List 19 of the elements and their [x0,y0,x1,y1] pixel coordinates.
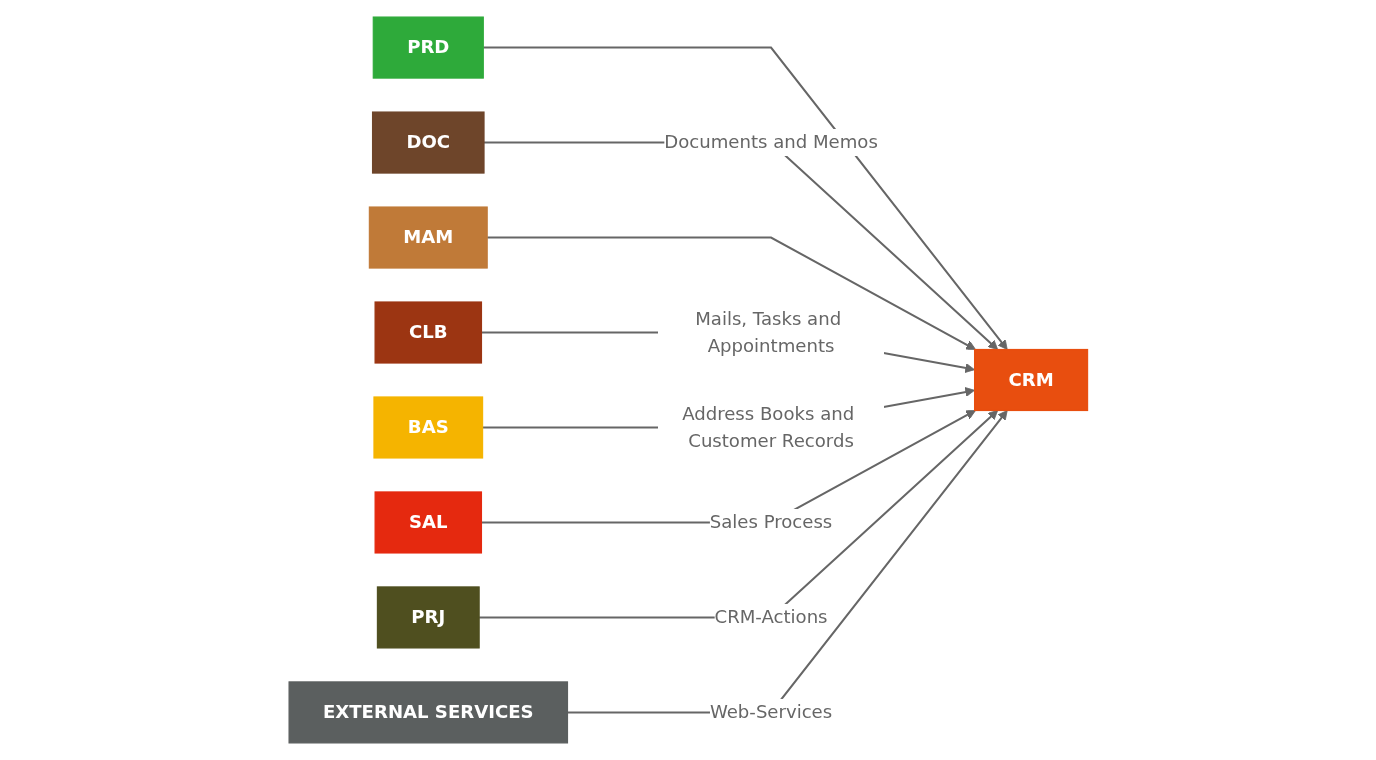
node-box: CRM [973,348,1088,412]
node-box: PRD [372,16,484,79]
arrow [567,410,1008,714]
edge-label: Web-Services [709,701,832,723]
node-box: MAM [368,206,488,269]
edge-label: Mails, Tasks and Appointments [694,307,841,357]
arrow [483,46,1008,350]
node-box: BAS [373,396,483,459]
arrow [486,236,976,350]
edge-label: Address Books and Customer Records [681,402,854,452]
node-box: SAL [374,491,482,554]
arrow [483,141,998,350]
node-box: PRJ [376,586,480,649]
edge-label: CRM-Actions [714,606,828,628]
node-box: DOC [371,111,485,174]
edge-label: Documents and Memos [663,131,878,153]
node-box: CLB [374,301,482,364]
edge-label: Sales Process [709,511,832,533]
node-box: EXTERNAL SERVICES [288,681,568,744]
